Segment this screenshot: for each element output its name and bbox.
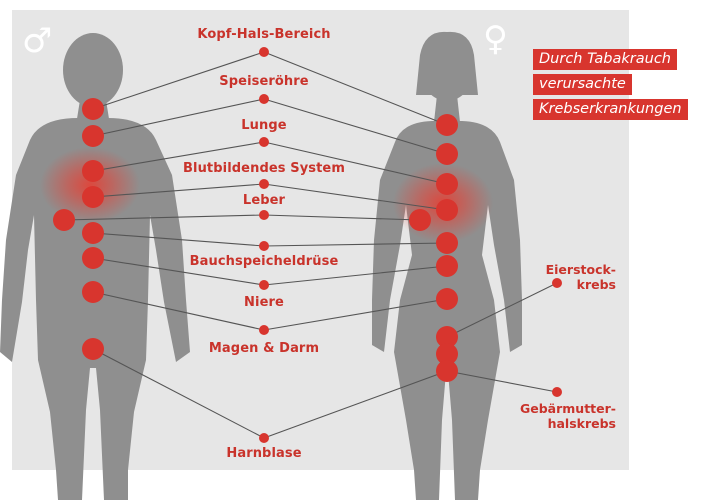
marker-female-lung [436, 173, 458, 195]
title-line-2: verursachte [533, 74, 632, 95]
label-leber: Leber [243, 193, 285, 208]
female-symbol: ♀ [483, 22, 508, 56]
marker-center-blood [259, 179, 269, 189]
label-eierstock-line2: krebs [520, 277, 616, 292]
label-blutbildendes-system: Blutbildendes System [183, 161, 345, 176]
marker-center-kidney [259, 280, 269, 290]
marker-female-headneck [436, 114, 458, 136]
marker-female-cervix [436, 360, 458, 382]
label-harnblase: Harnblase [226, 446, 301, 461]
label-gebaermutterhalskrebs: Gebärmutter- halskrebs [505, 401, 616, 431]
marker-male-pancreas [82, 247, 104, 269]
marker-male-headneck [82, 98, 104, 120]
label-speiseroehre: Speiseröhre [219, 74, 308, 89]
marker-center-pancreas [259, 241, 269, 251]
label-cervix-line2: halskrebs [505, 416, 616, 431]
marker-center-headneck [259, 47, 269, 57]
marker-male-liver [82, 222, 104, 244]
line-male-eso [93, 99, 264, 136]
marker-female-pancreas [436, 232, 458, 254]
label-eierstock-line1: Eierstock- [520, 262, 616, 277]
title-line-3: Krebserkrankungen [533, 99, 688, 120]
label-magen-darm: Magen & Darm [209, 341, 319, 356]
marker-center-lung [259, 137, 269, 147]
male-lung-glow [40, 147, 140, 223]
marker-male-lung [82, 160, 104, 182]
marker-male-eso [82, 125, 104, 147]
label-eierstockkrebs: Eierstock- krebs [520, 262, 616, 292]
marker-male-blood [82, 186, 104, 208]
marker-female-stomach [436, 288, 458, 310]
marker-center-eso [259, 94, 269, 104]
label-bauchspeicheldruese: Bauchspeicheldrüse [190, 254, 339, 269]
label-kopf-hals: Kopf-Hals-Bereich [197, 27, 330, 42]
marker-female-blood [436, 199, 458, 221]
marker-female-liver [409, 209, 431, 231]
marker-female-kidney [436, 255, 458, 277]
marker-male-liverL [53, 209, 75, 231]
marker-center-bladder [259, 433, 269, 443]
marker-male-kidney [82, 281, 104, 303]
marker-female-eso [436, 143, 458, 165]
marker-cervix-end [552, 387, 562, 397]
male-symbol: ♂ [22, 24, 52, 58]
label-niere: Niere [244, 295, 284, 310]
label-lunge: Lunge [241, 118, 286, 133]
marker-center-liver [259, 210, 269, 220]
label-cervix-line1: Gebärmutter- [505, 401, 616, 416]
marker-male-stomach [82, 338, 104, 360]
title-line-1: Durch Tabakrauch [533, 49, 677, 70]
marker-center-stomach [259, 325, 269, 335]
